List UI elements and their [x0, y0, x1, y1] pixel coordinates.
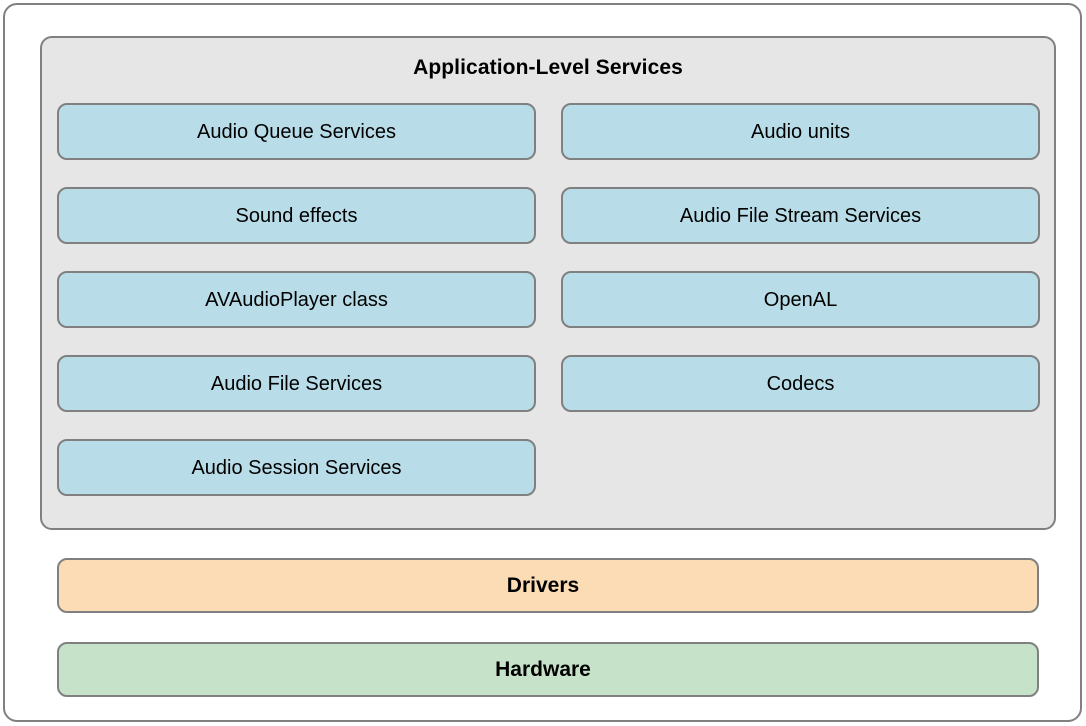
- service-column-right: Audio units Audio File Stream Services O…: [561, 103, 1040, 439]
- service-column-left: Audio Queue Services Sound effects AVAud…: [57, 103, 536, 523]
- layer-bar-hardware[interactable]: Hardware: [57, 642, 1039, 697]
- service-box-sound-effects[interactable]: Sound effects: [57, 187, 536, 244]
- service-box-label: OpenAL: [763, 288, 838, 311]
- service-box-audio-queue-services[interactable]: Audio Queue Services: [57, 103, 536, 160]
- service-box-openal[interactable]: OpenAL: [561, 271, 1040, 328]
- application-level-services-title: Application-Level Services: [413, 56, 683, 79]
- service-box-audio-file-stream-services[interactable]: Audio File Stream Services: [561, 187, 1040, 244]
- service-box-label: Audio File Stream Services: [679, 204, 922, 227]
- service-box-label: AVAudioPlayer class: [205, 288, 388, 311]
- service-box-label: Codecs: [766, 372, 835, 395]
- service-box-codecs[interactable]: Codecs: [561, 355, 1040, 412]
- service-box-audio-session-services[interactable]: Audio Session Services: [57, 439, 536, 496]
- service-box-audio-units[interactable]: Audio units: [561, 103, 1040, 160]
- application-level-services-panel: Application-Level Services Audio Queue S…: [40, 36, 1056, 530]
- service-box-label: Audio Session Services: [191, 456, 402, 479]
- service-box-label: Audio Queue Services: [196, 120, 396, 143]
- diagram-outer-frame: Application-Level Services Audio Queue S…: [3, 3, 1082, 722]
- layer-bar-drivers[interactable]: Drivers: [57, 558, 1039, 613]
- layer-label-drivers: Drivers: [506, 574, 580, 597]
- layer-label-hardware: Hardware: [495, 658, 591, 681]
- service-box-label: Audio File Services: [210, 372, 383, 395]
- service-box-audio-file-services[interactable]: Audio File Services: [57, 355, 536, 412]
- service-box-label: Audio units: [751, 120, 850, 143]
- service-box-avaudioplayer-class[interactable]: AVAudioPlayer class: [57, 271, 536, 328]
- service-box-label: Sound effects: [235, 204, 358, 227]
